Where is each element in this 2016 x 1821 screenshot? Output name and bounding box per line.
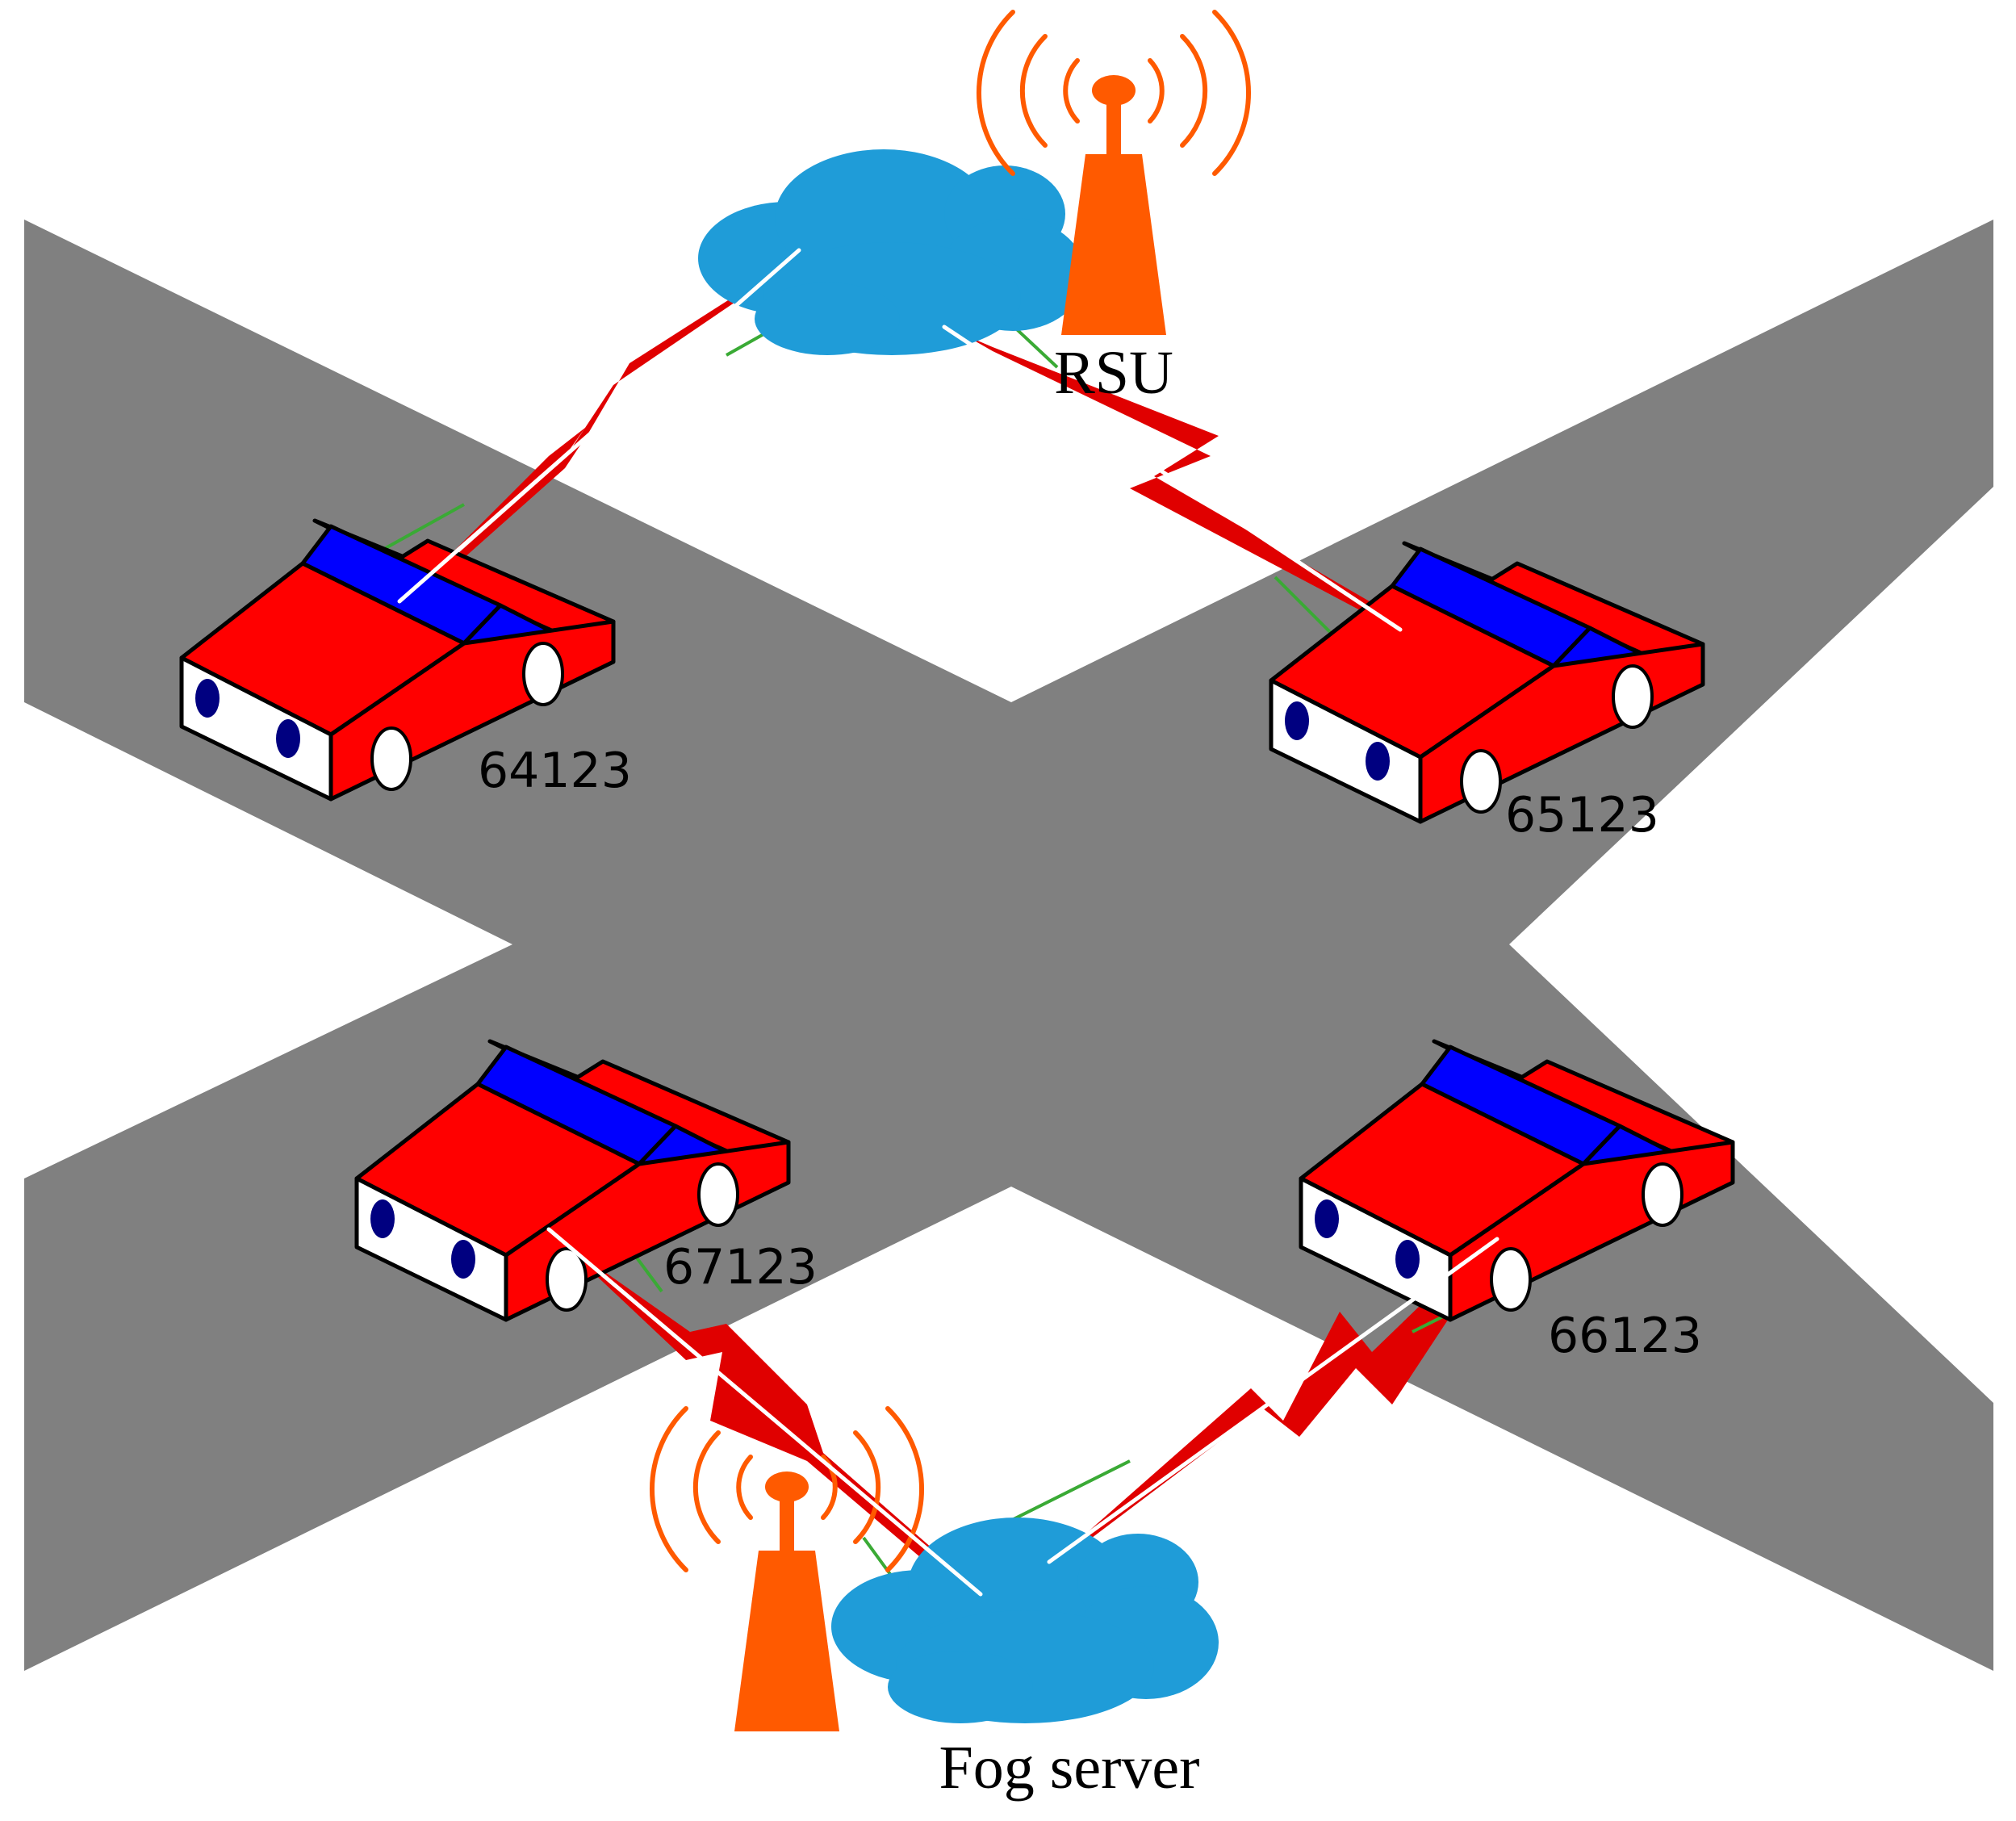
fog-server-node: Fog server (652, 1409, 1219, 1802)
vehicle-66123: 66123 (1301, 1041, 1733, 1364)
vehicle-id-label: 67123 (663, 1239, 818, 1296)
vehicle-id-label: 65123 (1505, 787, 1659, 844)
vehicle-64123: 64123 (182, 521, 632, 799)
lightning-link-icon (1049, 1235, 1501, 1566)
vehicle-67123: 67123 (357, 1041, 818, 1320)
road-intersection (24, 220, 1993, 1671)
rsu-label: RSU (1054, 339, 1173, 407)
fog-server-label: Fog server (939, 1734, 1200, 1802)
vehicle-id-label: 64123 (478, 743, 632, 799)
cloud-icon (698, 149, 1085, 355)
vehicle-65123: 65123 (1271, 543, 1703, 844)
lightning-link-icon (399, 242, 823, 605)
rsu-node: RSU (698, 12, 1248, 407)
cloud-icon (831, 1518, 1219, 1723)
antenna-tower-icon (652, 1409, 922, 1731)
vehicle-id-label: 66123 (1548, 1308, 1702, 1364)
link-highlights (397, 248, 1499, 1597)
